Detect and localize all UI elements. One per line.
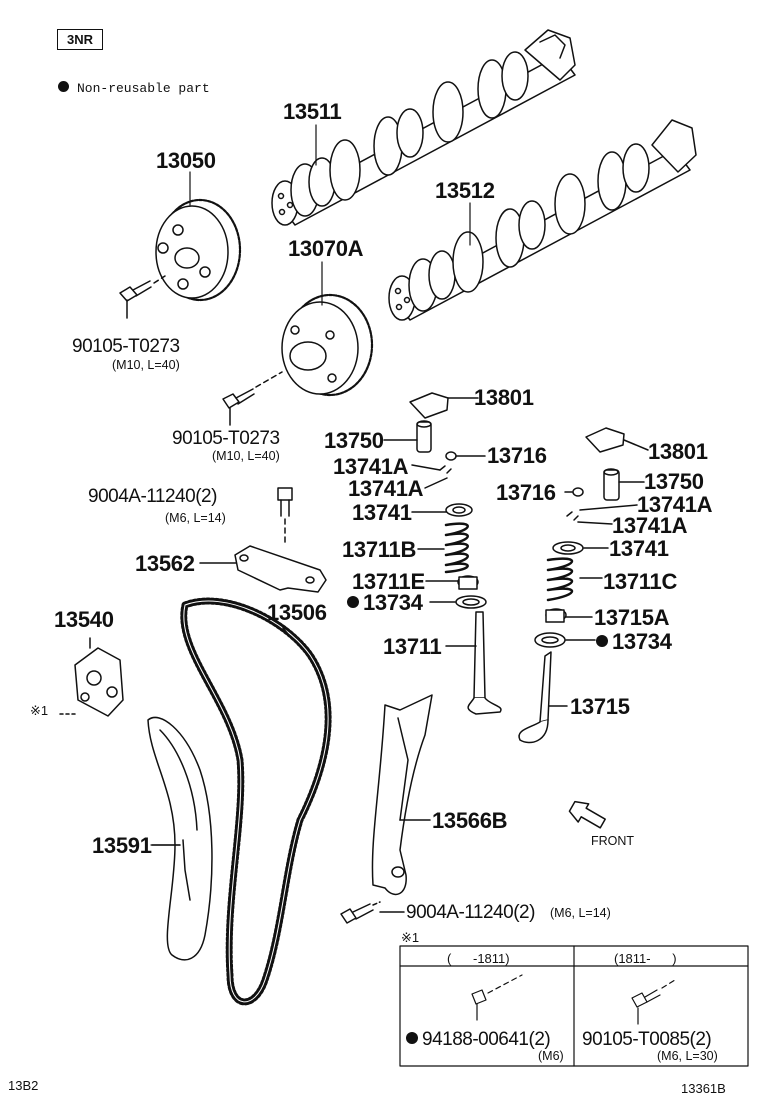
label-13506: 13506 — [267, 600, 327, 625]
label-13591: 13591 — [92, 833, 152, 858]
spec-bolt-m6: (M6, L=14) — [165, 511, 226, 525]
variant-left-part-text: 94188-00641(2) — [422, 1029, 551, 1050]
leader-lines — [150, 124, 471, 846]
non-reusable-dot-icon — [58, 81, 69, 93]
label-13734-left-text: 13734 — [363, 590, 423, 615]
bolt-bottom — [340, 901, 405, 924]
label-13566b: 13566B — [432, 808, 508, 833]
chain-slipper-13591 — [147, 716, 213, 961]
variant-right-range: (1811- ) — [614, 951, 677, 966]
label-bolt-m6: 9004A-11240(2) — [88, 486, 217, 507]
label-13801-left: 13801 — [474, 385, 534, 410]
label-bolt-lower: 90105-T0273 — [172, 428, 280, 449]
label-13070a: 13070A — [288, 236, 364, 261]
valve-train-right — [518, 427, 649, 744]
label-13511: 13511 — [283, 99, 342, 124]
variant-left-part: 94188-00641(2) — [406, 1029, 551, 1050]
legend-text: Non-reusable part — [77, 81, 210, 96]
variant-right-part: 90105-T0085(2) — [582, 1029, 712, 1050]
label-13734-left: 13734 — [347, 592, 423, 614]
bolt-upper — [119, 275, 166, 319]
front-label: FRONT — [591, 834, 635, 848]
bolt-m6-upper — [277, 487, 293, 546]
label-13750-left: 13750 — [324, 428, 384, 453]
label-13801-right: 13801 — [648, 439, 708, 464]
label-13711b: 13711B — [342, 537, 417, 562]
footer-right-code: 13361B — [681, 1081, 726, 1096]
variant-table — [399, 945, 749, 1067]
label-13512: 13512 — [435, 178, 495, 203]
spec-bolt-upper: (M10, L=40) — [112, 358, 180, 372]
chain-tensioner-13540 — [59, 637, 124, 717]
label-13741a-3: 13741A — [637, 492, 713, 517]
label-13741-right: 13741 — [609, 536, 669, 561]
label-13741a-2: 13741A — [348, 476, 424, 501]
non-reusable-dot-icon — [406, 1031, 418, 1044]
engine-code: 3NR — [66, 32, 93, 47]
label-13050: 13050 — [156, 148, 216, 173]
valve-train-left — [383, 392, 502, 715]
engine-code-box: 3NR — [57, 29, 103, 50]
side-note-mark: ※1 — [30, 703, 49, 718]
footer-left-code: 13B2 — [8, 1078, 39, 1093]
label-13562: 13562 — [135, 551, 195, 576]
label-13711c: 13711C — [603, 569, 678, 594]
label-13734-right: 13734 — [596, 631, 672, 653]
non-reusable-dot-icon — [347, 596, 359, 609]
timing-chain-13506 — [180, 597, 332, 1006]
label-13540: 13540 — [54, 607, 114, 632]
label-13715: 13715 — [570, 694, 630, 719]
chain-damper-13566b — [371, 694, 433, 896]
chain-guide-13562 — [199, 545, 327, 593]
spec-bolt-lower: (M10, L=40) — [212, 449, 280, 463]
non-reusable-dot-icon — [596, 635, 608, 648]
label-13715a: 13715A — [594, 605, 670, 630]
variant-left-range: ( -1811) — [447, 951, 510, 966]
spec-bolt-bottom: (M6, L=14) — [550, 906, 611, 920]
camshaft-13511 — [271, 29, 576, 226]
label-13716-right: 13716 — [496, 480, 556, 505]
label-13741-left: 13741 — [352, 500, 412, 525]
bolt-lower — [222, 371, 283, 426]
sprocket-13070a — [281, 293, 374, 397]
variant-table-mark: ※1 — [401, 930, 420, 945]
label-13711: 13711 — [383, 634, 442, 659]
front-arrow-icon — [568, 800, 606, 829]
camshaft-13512 — [388, 119, 697, 321]
sprocket-13050 — [155, 198, 242, 302]
variant-right-spec: (M6, L=30) — [657, 1049, 718, 1063]
label-bolt-upper: 90105-T0273 — [72, 336, 180, 357]
label-13741a-1: 13741A — [333, 454, 409, 479]
label-13750-right: 13750 — [644, 469, 704, 494]
label-13711e: 13711E — [352, 569, 425, 594]
label-13716-left: 13716 — [487, 443, 547, 468]
label-bolt-bottom: 9004A-11240(2) — [406, 902, 535, 923]
legend: Non-reusable part — [58, 81, 210, 96]
variant-left-spec: (M6) — [538, 1049, 564, 1063]
label-13734-right-text: 13734 — [612, 629, 672, 654]
label-13741a-4: 13741A — [612, 513, 688, 538]
